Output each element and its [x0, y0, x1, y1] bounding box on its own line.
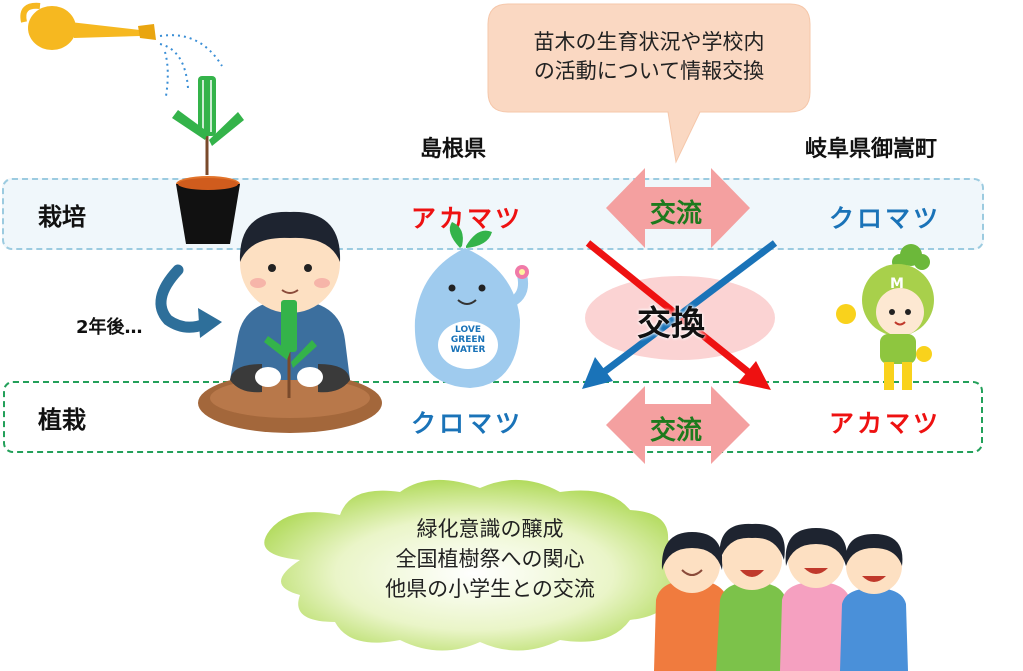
child-boy-center-icon: [716, 523, 790, 671]
watering-can-icon: [20, 2, 156, 50]
bottom-exchange-label: 交流: [650, 416, 703, 446]
top-exchange-label: 交流: [650, 199, 703, 229]
middle-exchange-label: 交換: [637, 304, 705, 344]
planting-row: [3, 381, 983, 453]
mascot-shirt-line-3: WATER: [450, 345, 486, 355]
red-cross-arrow: [585, 240, 755, 378]
green-hat-mascot-icon: [836, 244, 934, 390]
water-spray-icon: [159, 34, 223, 97]
cultivation-label: 栽培: [38, 203, 86, 231]
shimane-cultivation-tree: アカマツ: [411, 204, 524, 233]
mascot-shirt-line-1: LOVE: [455, 325, 481, 335]
child-girl-left-icon: [654, 532, 730, 671]
cultivation-row: [2, 178, 984, 250]
cloud-text: 緑化意識の醸成 全国植樹祭への関心 他県の小学生との交流: [340, 514, 640, 604]
mascot-hat-letter: M: [890, 276, 904, 292]
cloud-line-1: 緑化意識の醸成: [416, 517, 564, 541]
pine-seedling-icon: [172, 76, 244, 175]
bubble-text: 苗木の生育状況や学校内 の活動について情報交換: [488, 28, 810, 86]
after-years-label: 2年後…: [76, 317, 143, 338]
curved-arrow-icon: [155, 264, 222, 338]
shimane-heading: 島根県: [420, 137, 487, 162]
child-boy-right-icon: [840, 534, 908, 671]
cloud-line-3: 他県の小学生との交流: [385, 577, 595, 601]
gifu-planting-tree: アカマツ: [829, 409, 942, 438]
mascot-shirt-text: LOVE GREEN WATER: [438, 325, 498, 355]
blue-cross-arrow: [597, 240, 778, 378]
bubble-line-2: の活動について情報交換: [533, 59, 765, 83]
water-drop-mascot-icon: [414, 222, 529, 388]
child-girl-right-icon: [780, 528, 852, 671]
planting-label: 植栽: [38, 406, 86, 434]
planted-pine-icon: [264, 300, 317, 398]
top-double-arrow: [606, 168, 750, 248]
plant-pot-icon: [176, 176, 240, 244]
gifu-heading: 岐阜県御嵩町: [805, 137, 938, 162]
shimane-planting-tree: クロマツ: [411, 409, 524, 438]
bubble-line-1: 苗木の生育状況や学校内: [533, 30, 765, 54]
bottom-double-arrow: [606, 386, 750, 464]
gifu-cultivation-tree: クロマツ: [829, 204, 942, 233]
mascot-shirt-line-2: GREEN: [450, 335, 486, 345]
cloud-line-2: 全国植樹祭への関心: [395, 547, 585, 571]
